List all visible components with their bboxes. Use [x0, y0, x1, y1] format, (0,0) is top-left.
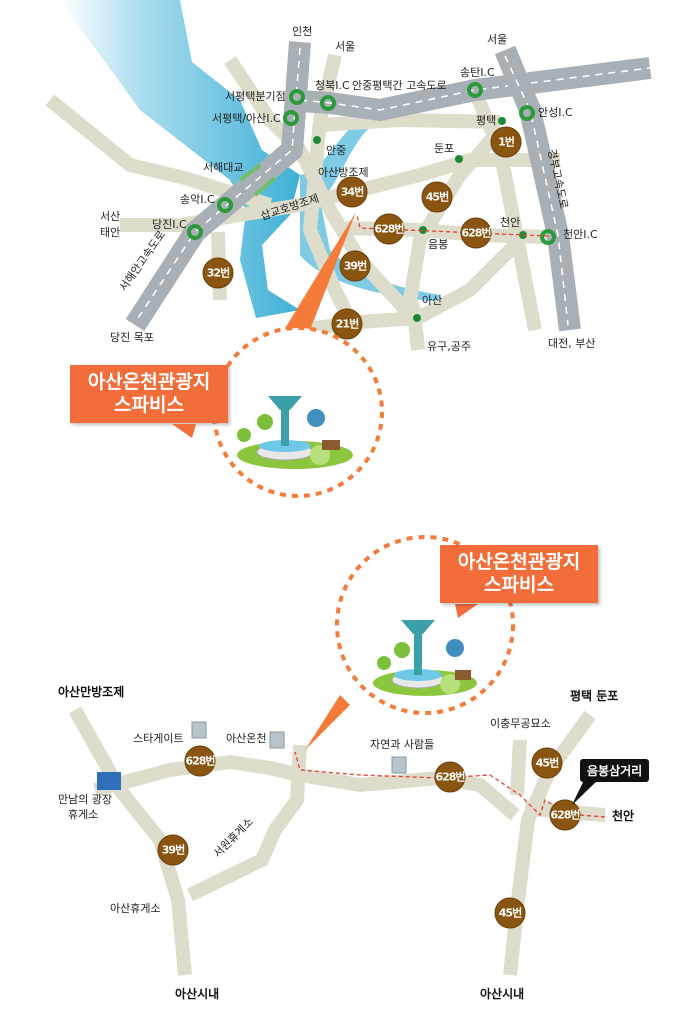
- building-icons: [97, 721, 407, 790]
- route-badge: 628번: [434, 761, 466, 793]
- svg-text:39번: 39번: [162, 843, 185, 857]
- label: 안중: [326, 144, 346, 157]
- svg-text:34번: 34번: [341, 185, 364, 199]
- svg-text:45번: 45번: [426, 190, 449, 204]
- svg-text:628번: 628번: [185, 754, 215, 768]
- svg-text:628번: 628번: [550, 808, 580, 822]
- label: 서울: [487, 33, 507, 46]
- label: 당진 목포: [110, 331, 154, 344]
- highlight-circle: [212, 326, 384, 498]
- label: 아산: [422, 294, 442, 307]
- callout-line-1: 아산온천관광지: [87, 371, 211, 393]
- callout-line-1: 아산온천관광지: [457, 551, 581, 573]
- svg-text:45번: 45번: [536, 756, 559, 770]
- label: 서평택/아산I.C: [212, 112, 281, 125]
- svg-text:39번: 39번: [344, 259, 367, 273]
- river: [300, 105, 440, 302]
- label: 평택 둔포: [570, 688, 618, 703]
- label: 서산: [100, 210, 120, 223]
- bottom-map: 아산만방조제 스타게이트 아산온천 만남의 광장 휴게소 자연과 사람들 이충무…: [58, 535, 634, 1001]
- bottom-labels: 아산만방조제 스타게이트 아산온천 만남의 광장 휴게소 자연과 사람들 이충무…: [58, 684, 634, 1001]
- building-icon: [391, 756, 407, 774]
- label: 음봉: [428, 238, 448, 251]
- route-badge: 45번: [531, 747, 563, 779]
- route-badges: 32번 34번 628번 45번 628번 1번 39번 21번: [202, 126, 522, 340]
- label: 평택: [476, 114, 496, 127]
- fountain-illustration: [373, 620, 477, 696]
- route-line: [294, 751, 606, 818]
- building-icon: [191, 721, 207, 739]
- label: 스타게이트: [133, 732, 184, 745]
- destination-callout-bottom: 아산온천관광지 스파비스: [440, 545, 598, 603]
- route-badge: 45번: [494, 897, 526, 929]
- label: 아산온천: [226, 731, 266, 745]
- route-badge: 628번: [460, 217, 492, 249]
- fountain-illustration: [237, 396, 353, 469]
- svg-text:32번: 32번: [207, 266, 230, 280]
- svg-text:628번: 628번: [374, 222, 404, 236]
- label: 아산시내: [480, 986, 524, 1001]
- label: 안성I.C: [538, 106, 573, 119]
- route-badge: 34번: [336, 176, 368, 208]
- route-badge: 39번: [157, 834, 189, 866]
- route-line: [356, 214, 549, 237]
- label: 천안: [500, 215, 520, 229]
- callout-line-2: 스파비스: [484, 574, 554, 596]
- svg-text:628번: 628번: [435, 770, 465, 784]
- route-badge: 21번: [331, 308, 363, 340]
- route-badges: 628번 39번 628번 45번 628번 45번: [157, 745, 581, 929]
- label: 아산만방조제: [58, 684, 124, 699]
- label: 자연과 사람들: [370, 738, 434, 751]
- label: 당진I.C: [152, 218, 187, 231]
- building-icon: [269, 731, 285, 749]
- seohae-bridge: [238, 163, 277, 197]
- label: 둔포: [434, 142, 454, 155]
- label: 유구,공주: [427, 340, 471, 353]
- svg-text:45번: 45번: [499, 906, 522, 920]
- label: 서평택분기점: [225, 90, 286, 103]
- highways: [125, 41, 652, 332]
- route-badge: 39번: [339, 250, 371, 282]
- callout-line-2: 스파비스: [114, 394, 184, 416]
- label: 천안I.C: [563, 227, 598, 241]
- label: 아산시내: [175, 986, 219, 1001]
- label: 이충무공묘소: [490, 717, 551, 730]
- svg-text:1번: 1번: [498, 135, 515, 149]
- gas-station-icon: [97, 772, 121, 790]
- route-badge: 628번: [184, 745, 216, 777]
- label: 안중평택간 고속도로: [352, 79, 447, 92]
- label: 아산휴게소: [110, 902, 161, 915]
- label: 천안: [612, 808, 634, 823]
- pointer: [305, 695, 350, 750]
- label: 송악I.C: [180, 193, 215, 206]
- town-markers: [313, 117, 527, 322]
- svg-text:628번: 628번: [461, 226, 491, 240]
- label: 청북I.C: [315, 79, 350, 92]
- label: 서울: [335, 40, 355, 53]
- route-badge: 628번: [549, 799, 581, 831]
- label: 인천: [292, 24, 312, 38]
- sea-water: [60, 0, 300, 318]
- label: 휴게소: [68, 808, 98, 821]
- route-badge: 45번: [421, 181, 453, 213]
- label: 만남의 광장: [58, 793, 112, 806]
- local-roads: [68, 706, 606, 976]
- interchange-markers: [187, 82, 556, 245]
- tag-pointer: [572, 778, 600, 805]
- route-badge: 628번: [373, 213, 405, 245]
- svg-text:21번: 21번: [336, 317, 359, 331]
- label: 송탄I.C: [460, 66, 495, 79]
- eumbong-junction-tag: 음봉삼거리: [580, 759, 650, 782]
- label: 서해대교: [203, 160, 243, 174]
- label: 아산방조제: [318, 166, 369, 179]
- top-map: 인천 서울 서울 서평택분기점 청북I.C 안중평택간 고속도로 송탄I.C 서…: [45, 0, 652, 498]
- pointer: [284, 212, 356, 330]
- route-badge: 32번: [202, 257, 234, 289]
- route-badge: 1번: [490, 126, 522, 158]
- label: 서원휴게소: [211, 815, 256, 860]
- label: 대전, 부산: [548, 337, 595, 350]
- destination-callout-top: 아산온천관광지 스파비스: [70, 365, 228, 423]
- label: 태안: [100, 226, 120, 239]
